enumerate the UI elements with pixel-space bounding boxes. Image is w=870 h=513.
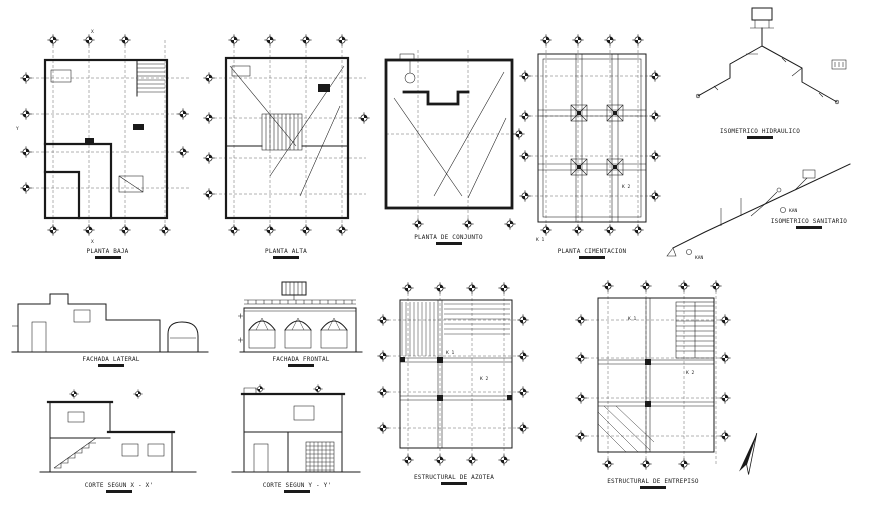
fachada-frontal-title: FACHADA FRONTAL	[236, 356, 366, 367]
compass-needle	[739, 432, 758, 475]
corte-xx-title: CORTE SEGUN X - X'	[38, 482, 200, 493]
joist-hatch	[597, 405, 655, 453]
dimension-lines	[581, 286, 726, 464]
planta-conjunto-title: PLANTA DE CONJUNTO	[370, 234, 527, 245]
k2-label: K 2	[480, 376, 489, 382]
planta-alta-figure: PLANTA ALTA	[200, 26, 372, 260]
dimension-lines	[26, 40, 190, 230]
estructural-azotea-drawing: K 1 K 2	[377, 282, 529, 466]
railing	[244, 299, 356, 305]
fachada-lateral-title: FACHADA LATERAL	[10, 356, 212, 367]
k2-label: K 2	[686, 370, 695, 376]
openings	[67, 411, 165, 457]
corte-yy-drawing	[231, 384, 361, 473]
dimension-lines	[386, 50, 522, 224]
isometrico-sanitario-figure: KAN KAN ISOMETRICO SANITARIO	[645, 146, 869, 268]
planta-alta-title: PLANTA ALTA	[200, 248, 372, 259]
grid-markers	[69, 389, 143, 399]
fachada-lateral-drawing	[11, 293, 209, 353]
fixtures	[50, 69, 144, 193]
grid-markers	[519, 34, 661, 236]
openings	[31, 309, 91, 353]
joist-hatch	[401, 302, 510, 356]
stair	[675, 301, 715, 359]
estructural-entrepiso-figure: K 1 K 2 ESTRUCTURAL DE ENTREPISO	[570, 274, 736, 492]
stair	[53, 437, 97, 469]
slope-lines	[393, 71, 507, 199]
slab	[597, 297, 715, 453]
grid-markers	[412, 128, 525, 230]
corte-yy-title: CORTE SEGUN Y - Y'	[230, 482, 364, 493]
columns	[400, 357, 512, 401]
walls	[224, 56, 350, 220]
view-lines	[229, 65, 345, 197]
corte-xx-drawing	[39, 389, 197, 473]
facade	[239, 307, 363, 353]
level-ticks	[238, 313, 243, 343]
north-arrow	[739, 432, 758, 475]
fachada-frontal-drawing	[238, 281, 363, 353]
k2-label: K 2	[622, 184, 631, 190]
section-outline	[231, 387, 361, 473]
slab	[399, 299, 513, 449]
stair	[261, 113, 303, 151]
isometrico-sanitario-title: ISOMETRICO SANITARIO	[749, 218, 869, 229]
elevation-outline	[12, 293, 161, 353]
axis-label-x-top: X	[91, 29, 94, 35]
k1-label: K 1	[628, 316, 637, 322]
fachada-frontal-figure: FACHADA FRONTAL	[236, 278, 366, 368]
isometrico-hidraulico-drawing	[695, 7, 847, 105]
piping	[695, 27, 847, 105]
estructural-azotea-figure: K 1 K 2 ESTRUCTURAL DE AZOTEA	[374, 276, 534, 488]
openings	[253, 405, 315, 473]
planta-cimentacion-title: PLANTA CIMENTACION	[516, 248, 668, 259]
walls	[43, 58, 169, 220]
planta-cimentacion-drawing: K 1 K 2	[519, 34, 661, 243]
water-tank	[167, 321, 199, 353]
estructural-entrepiso-drawing: K 1 K 2	[575, 280, 731, 470]
foundation-beams	[537, 53, 647, 223]
planta-conjunto-figure: PLANTA DE CONJUNTO	[370, 48, 527, 248]
corte-yy-figure: CORTE SEGUN Y - Y'	[230, 384, 364, 494]
axis-label-y: Y	[16, 126, 19, 132]
isometrico-hidraulico-figure: ISOMETRICO HIDRAULICO	[652, 2, 868, 144]
fixtures	[231, 65, 330, 92]
hatch-block	[305, 441, 335, 473]
north-arrow-figure	[732, 428, 768, 482]
estructural-azotea-title: ESTRUCTURAL DE AZOTEA	[374, 474, 534, 485]
dimension-lines	[383, 288, 524, 460]
kan-upper-label: KAN	[789, 208, 798, 214]
planta-cimentacion-figure: K 1 K 2 PLANTA CIMENTACION	[516, 26, 668, 266]
planta-alta-drawing	[203, 34, 370, 236]
columns	[645, 359, 651, 407]
tank	[750, 7, 774, 29]
footing-pads	[570, 104, 624, 176]
dimension-lines	[525, 40, 656, 230]
section-outline	[39, 400, 197, 473]
estructural-entrepiso-title: ESTRUCTURAL DE ENTREPISO	[570, 478, 736, 489]
k1-label: K 1	[536, 237, 545, 243]
grid-markers	[255, 384, 323, 394]
roof-tank	[281, 281, 307, 300]
planta-baja-figure: X X Y PLANTA BAJA	[15, 26, 200, 260]
k1-label: K 1	[446, 350, 455, 356]
isometrico-hidraulico-title: ISOMETRICO HIDRAULICO	[652, 128, 868, 139]
isometrico-sanitario-drawing: KAN KAN	[666, 163, 851, 261]
planta-conjunto-drawing	[384, 50, 525, 230]
planta-baja-title: PLANTA BAJA	[15, 248, 200, 259]
kan-lower-label: KAN	[695, 255, 704, 261]
fachada-lateral-figure: FACHADA LATERAL	[10, 282, 212, 368]
roof-outline	[384, 53, 514, 210]
piping	[666, 163, 851, 257]
axis-label-x-bottom: X	[91, 239, 94, 244]
grid-markers	[203, 34, 370, 236]
planta-baja-drawing: X X Y	[16, 29, 190, 244]
corte-xx-figure: CORTE SEGUN X - X'	[38, 388, 200, 494]
stair	[137, 63, 165, 93]
